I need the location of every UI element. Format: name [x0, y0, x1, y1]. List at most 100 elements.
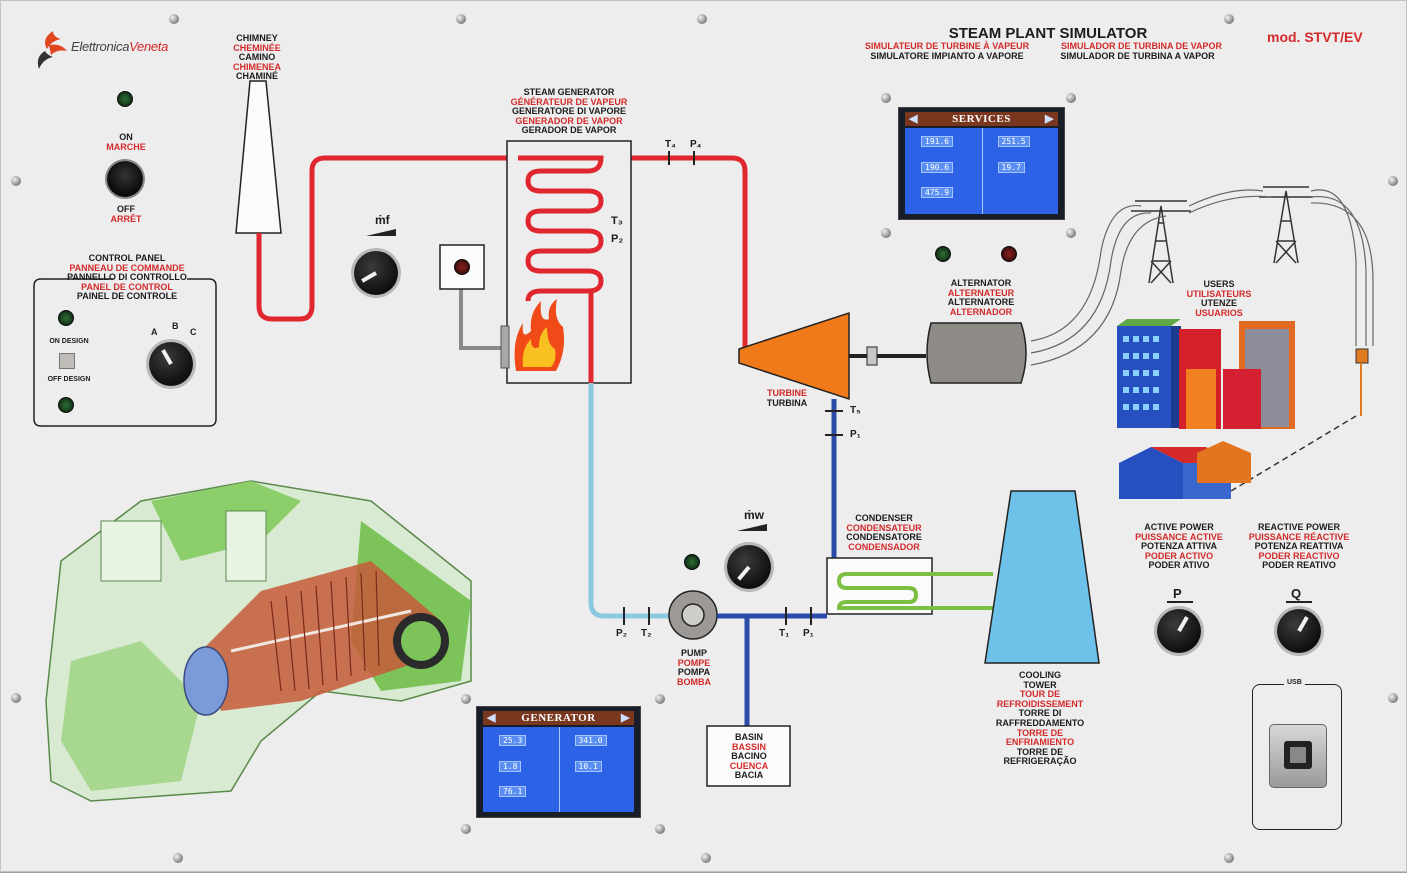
active-power-knob[interactable] — [1157, 609, 1201, 653]
sensor-t5: T₅ — [850, 405, 861, 416]
sensor-t1-cond: T₁ — [779, 628, 790, 639]
sensor-p2-pump: P₂ — [616, 628, 628, 639]
ramp-icon — [737, 524, 767, 531]
steam-coil — [518, 155, 604, 302]
power-led — [117, 91, 133, 107]
transmission-tower-icon — [1131, 186, 1313, 284]
services-value: 191.6 — [921, 136, 954, 147]
alternator-led-red — [1001, 246, 1017, 262]
turbine-cutaway-illustration — [45, 480, 472, 802]
title-pt: SIMULADOR DE TURBINA A VAPOR — [1060, 51, 1215, 61]
alternator-led-green — [935, 246, 951, 262]
water-flow-label: ṁw — [744, 508, 765, 522]
screw — [173, 853, 183, 863]
screw — [1224, 14, 1234, 24]
arrow-left-icon[interactable]: ◀ — [909, 113, 918, 125]
condensate-pipe — [588, 383, 669, 619]
sensor-p4: P₄ — [690, 139, 702, 150]
screw — [655, 824, 665, 834]
generator-value: 1.8 — [499, 761, 522, 772]
generator-value: 341.0 — [574, 735, 607, 746]
usb-icon — [1284, 741, 1312, 769]
screw — [1066, 93, 1076, 103]
services-value: 19.7 — [997, 162, 1025, 173]
burner-led — [454, 259, 470, 275]
selector-pos-b: B — [172, 321, 179, 331]
generator-title: GENERATOR — [521, 712, 596, 724]
sensor-p1-cond: P₁ — [803, 628, 814, 639]
mode-selector-knob[interactable] — [149, 342, 193, 386]
screw — [1388, 693, 1398, 703]
page-title: STEAM PLANT SIMULATOR — [948, 25, 1148, 42]
screw — [1066, 228, 1076, 238]
title-it: SIMULATORE IMPIANTO A VAPORE — [870, 51, 1024, 61]
alternator — [926, 322, 1027, 384]
screw — [697, 14, 707, 24]
services-screen: ◀ SERVICES ▶ 191.6 190.6 475.9 251.5 19.… — [898, 107, 1065, 220]
arrow-right-icon[interactable]: ▶ — [621, 712, 630, 724]
buildings-icon — [1117, 319, 1295, 499]
screw — [655, 694, 665, 704]
cooling-tower — [984, 490, 1100, 664]
screw — [461, 694, 471, 704]
screw — [456, 14, 466, 24]
sensor-p1-turbine: P₁ — [850, 429, 861, 440]
screw — [881, 228, 891, 238]
title-es: SIMULADOR DE TURBINA DE VAPOR — [1060, 41, 1222, 51]
services-title: SERVICES — [952, 113, 1011, 125]
off-design-label: OFF DESIGN — [47, 376, 91, 383]
generator-value: 25.3 — [499, 735, 527, 746]
screw — [169, 14, 179, 24]
services-screen-header: ◀ SERVICES ▶ — [905, 112, 1058, 126]
selector-pos-c: C — [190, 327, 197, 337]
fuel-flow-label: ṁf — [375, 213, 390, 227]
basin — [706, 725, 791, 787]
power-switch[interactable] — [107, 161, 143, 197]
usb-label: USB — [1284, 679, 1305, 686]
logo-icon — [37, 31, 67, 69]
arrow-left-icon[interactable]: ◀ — [487, 712, 496, 724]
flame-icon — [514, 299, 565, 371]
screw — [461, 824, 471, 834]
screw — [11, 176, 21, 186]
reactive-power-knob-label: Q — [1291, 586, 1302, 601]
sensor-t4: T₄ — [665, 139, 676, 150]
sensor-t2-pump: T₂ — [641, 628, 652, 639]
generator-value: 76.1 — [499, 786, 527, 797]
generator-lcd: 25.3 1.8 76.1 341.0 10.1 — [483, 727, 634, 812]
flue-gas-pipe — [256, 155, 507, 322]
control-panel-frame — [33, 278, 217, 427]
screw — [701, 853, 711, 863]
steam-pipe — [631, 155, 748, 353]
chimney — [235, 80, 282, 234]
fuel-flow-knob[interactable] — [354, 251, 398, 295]
usb-port[interactable] — [1269, 724, 1327, 788]
services-value: 251.5 — [997, 136, 1030, 147]
arrow-right-icon[interactable]: ▶ — [1045, 113, 1054, 125]
screw — [11, 693, 21, 703]
screw — [1224, 853, 1234, 863]
water-flow-knob[interactable] — [727, 545, 771, 589]
brand-logo: ElettronicaVeneta — [71, 39, 168, 54]
reactive-power-knob[interactable] — [1277, 609, 1321, 653]
design-toggle[interactable] — [59, 353, 75, 369]
active-power-knob-label: P — [1173, 586, 1182, 601]
services-lcd: 191.6 190.6 475.9 251.5 19.7 — [905, 128, 1058, 214]
brand-name-left: Elettronica — [71, 39, 130, 54]
model-label: mod. STVT/EV — [1267, 29, 1363, 45]
